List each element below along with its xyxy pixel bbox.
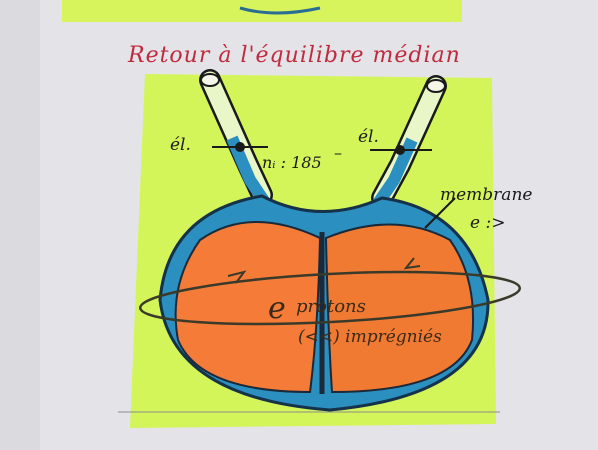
paper-shadow-left	[0, 0, 40, 450]
impregnated-label: (<<) imprégniés	[298, 327, 442, 347]
protons-symbol: e	[268, 291, 286, 326]
ni-label: nᵢ : 185	[262, 153, 322, 172]
electrode-label-left: él.	[170, 135, 191, 155]
page-title: Retour à l'équilibre médian	[127, 43, 461, 68]
protons-label: protons	[296, 296, 366, 317]
membrane-label: membrane	[440, 185, 532, 205]
dash-label: –	[334, 143, 342, 162]
membrane-charge-label: e :>	[470, 213, 505, 233]
electrode-dot-right	[395, 145, 405, 155]
electrode-dot-left	[235, 142, 245, 152]
electrode-label-right: él.	[358, 127, 379, 147]
